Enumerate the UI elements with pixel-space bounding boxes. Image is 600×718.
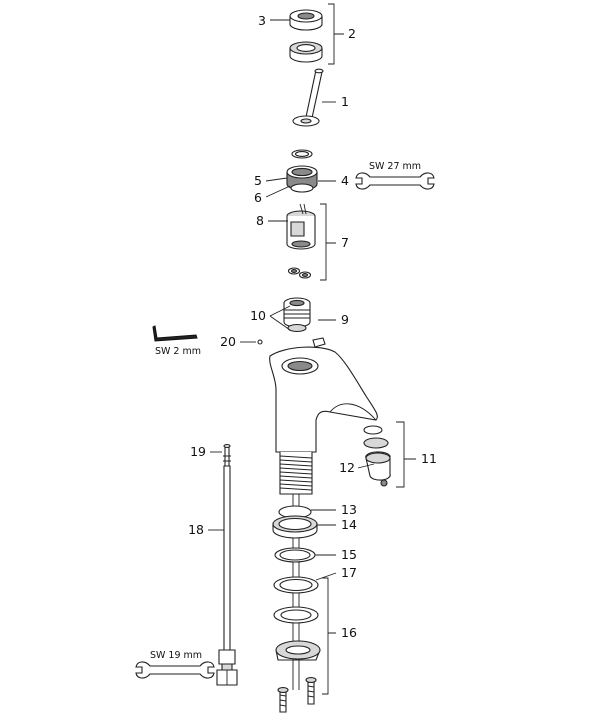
label-part-11: 11: [421, 451, 437, 466]
part-18-supply-hose: [216, 444, 238, 686]
wrench-19mm-icon: [135, 661, 215, 679]
part-15-washer: [274, 547, 316, 563]
part-17-washer: [273, 576, 319, 594]
label-part-5: 5: [254, 173, 262, 188]
part-3-cap-ring: [289, 9, 323, 31]
label-part-20: 20: [220, 334, 236, 349]
part-9-insert: [283, 297, 326, 348]
label-part-15: 15: [341, 547, 357, 562]
part-16-fixing-plate: [275, 640, 321, 661]
label-part-3: 3: [258, 13, 266, 28]
label-wrench-19mm: SW 19 mm: [150, 650, 202, 661]
label-part-18: 18: [188, 522, 204, 537]
label-hex-key-2mm: SW 2 mm: [155, 346, 201, 357]
part-7-seals: [287, 267, 312, 279]
label-part-16: 16: [341, 625, 357, 640]
part-1-lever: [292, 68, 324, 127]
label-part-10: 10: [250, 308, 266, 323]
part-4-nut: [286, 165, 318, 193]
part-13-14-rings: [272, 505, 318, 539]
label-part-8: 8: [256, 213, 264, 228]
label-part-6: 6: [254, 190, 262, 205]
label-part-7: 7: [341, 235, 349, 250]
label-part-12: 12: [339, 460, 355, 475]
label-part-2: 2: [348, 26, 356, 41]
o-ring-top: [291, 149, 313, 159]
label-wrench-27mm: SW 27 mm: [369, 161, 421, 172]
label-part-19: 19: [190, 444, 206, 459]
label-part-1: 1: [341, 94, 349, 109]
part-16-screws: [277, 677, 317, 713]
part-12-aerator: [363, 425, 391, 487]
wrench-27mm-icon: [355, 172, 435, 190]
leader-lines: [208, 3, 416, 695]
part-20-ball: [257, 339, 263, 345]
label-part-17: 17: [341, 565, 357, 580]
label-part-14: 14: [341, 517, 357, 532]
label-part-9: 9: [341, 312, 349, 327]
hex-key-2mm-icon: [152, 325, 198, 342]
part-8-cartridge: [286, 203, 316, 250]
part-16-washer: [273, 606, 319, 624]
label-part-4: 4: [341, 173, 349, 188]
part-2-ring: [289, 41, 323, 63]
label-part-13: 13: [341, 502, 357, 517]
